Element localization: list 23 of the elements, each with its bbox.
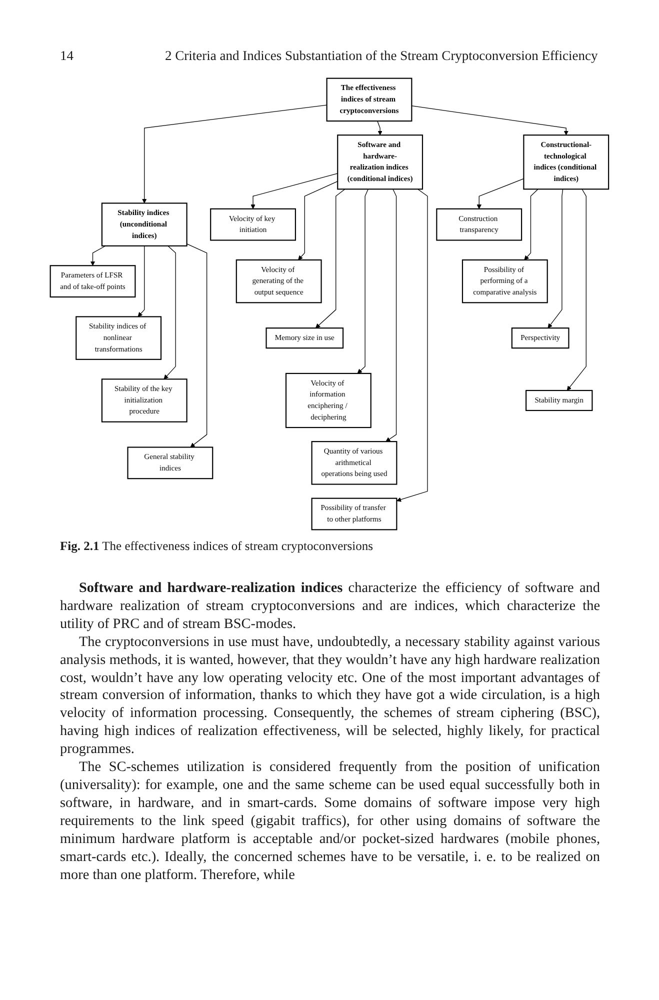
- arrow: [90, 246, 106, 266]
- arrow: [566, 188, 587, 391]
- page-number: 14: [60, 48, 74, 64]
- arrow: [377, 120, 382, 136]
- arrow: [411, 105, 569, 136]
- arrow: [396, 188, 428, 502]
- body-paragraph: The cryptoconversions in use must have, undoubtedly, a necessary stability against various analysis methods, it is wanted, however, that they wouldn’t have any high hardware realization cost, wouldn’t have any low operating velocity etc. One of the most important advantages of stream conversion of information, thanks to which they have got a wide circulation, is a high velocity of information processing. Consequently, the schemes of stream ciphering (BSC), having high indices of realization effectiveness, will be selected, highly likely, for practical programmes.: [60, 634, 600, 760]
- arrow: [138, 246, 145, 317]
- arrow: [142, 104, 328, 204]
- arrow: [298, 180, 338, 260]
- arrow: [524, 188, 538, 260]
- arrow: [386, 188, 397, 442]
- arrow: [357, 188, 369, 374]
- running-header: 2 Criteria and Indices Substantiation of the Stream Cryptoconversion Efficiency: [165, 48, 598, 64]
- body-paragraph: The SC-schemes utilization is considered frequently from the position of unification (universality): for example, one and the same scheme can be used equal successfully both in software, in hardware, and in smart-cards. Some domains of software impose very high requirements to the link speed (gigabit traffics), for other using domains of software the minimum hardware platform is acceptable and/or pocket-sized hardwares (mobile phones, smart-cards etc.). Ideally, the concerned schemes have to be versatile, i. e. to be realized on more than one platform. Therefore, while: [60, 759, 600, 884]
- arrow: [250, 173, 338, 210]
- arrow: [315, 188, 346, 328]
- figure-caption: Fig. 2.1 The effectiveness indices of stream cryptoconversions: [60, 538, 374, 554]
- arrow: [164, 246, 176, 380]
- arrow: [186, 244, 208, 448]
- body-paragraph: Software and hardware-realization indices characterize the efficiency of software and hardware realization of stream cryptoconversions and are indices, which characterize the utility of PRC and of stream BSC-modes.: [60, 580, 600, 634]
- arrow: [476, 178, 524, 210]
- arrow: [548, 188, 564, 328]
